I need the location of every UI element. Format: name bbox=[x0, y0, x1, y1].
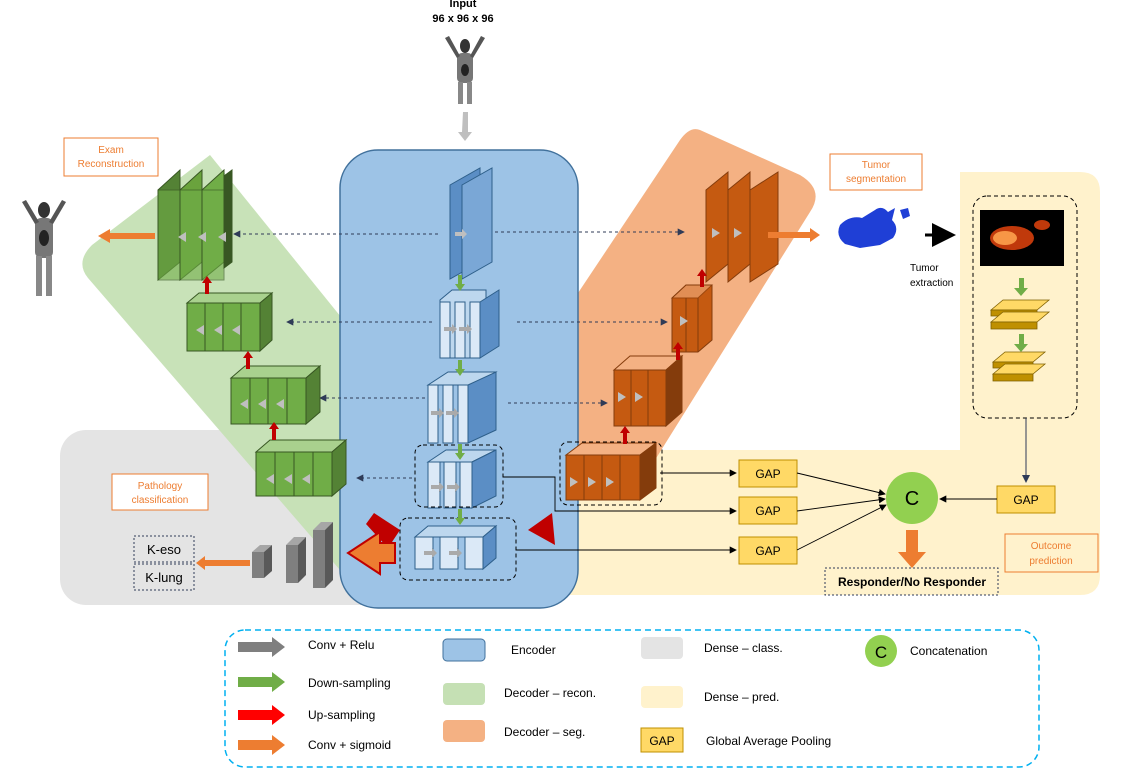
legend-conv-sigmoid-icon bbox=[238, 735, 285, 755]
k-lung-box bbox=[133, 563, 195, 591]
gap-box-enc5 bbox=[738, 536, 798, 565]
seg-decoder-block-1 bbox=[705, 170, 779, 284]
outcome-prediction-box bbox=[1004, 533, 1099, 573]
recon-decoder-block-3 bbox=[229, 364, 322, 426]
tumor-blob-small bbox=[900, 208, 910, 219]
legend-decoder-seg-label: Decoder – seg. bbox=[504, 725, 585, 739]
legend-gap-swatch-label: GAP bbox=[649, 734, 674, 748]
classifier-dense-layers bbox=[252, 522, 333, 588]
legend-conv-sigmoid-label: Conv + sigmoid bbox=[308, 738, 391, 752]
outcome-prediction-line1: Outcome bbox=[1031, 541, 1072, 552]
tumor-crop-core bbox=[993, 231, 1017, 245]
legend-box bbox=[224, 629, 1040, 768]
prediction-output-arrow bbox=[898, 530, 926, 568]
tumor-extraction-line1: Tumor bbox=[910, 263, 939, 274]
up-sampling-arrow-left bbox=[366, 513, 400, 548]
recon-output-arrow bbox=[98, 229, 155, 243]
legend-dense-class-swatch bbox=[641, 637, 683, 659]
seg-decoder-block-4 bbox=[564, 442, 658, 501]
seg-block-4-dashed-box bbox=[559, 441, 663, 506]
tumor-feature-block-1 bbox=[989, 299, 1051, 330]
legend-gap-swatch bbox=[640, 727, 684, 753]
outcome-prediction-line2: prediction bbox=[1029, 556, 1072, 567]
concatenation-node bbox=[886, 472, 938, 524]
tumor-segmentation-mask bbox=[838, 207, 897, 248]
legend-dense-pred-label: Dense – pred. bbox=[704, 690, 779, 704]
exam-reconstruction-box bbox=[63, 137, 159, 177]
gap-box-tumor-label: GAP bbox=[1013, 493, 1038, 507]
encoder-block-4 bbox=[426, 449, 497, 509]
recon-decoder-block-4 bbox=[254, 438, 348, 498]
tumor-extraction-line2: extraction bbox=[910, 278, 953, 289]
legend-encoder-label: Encoder bbox=[511, 643, 556, 657]
tumor-crop-spot bbox=[1034, 220, 1050, 230]
reconstructed-pet-scan bbox=[22, 200, 66, 296]
seg-up-sampling-arrows bbox=[620, 269, 707, 444]
legend-up-sampling-icon bbox=[238, 705, 285, 725]
skip-connections bbox=[233, 228, 685, 482]
seg-decoder-block-2 bbox=[670, 284, 714, 353]
tumor-feature-panel bbox=[972, 195, 1078, 419]
gap-box-seg-label: GAP bbox=[755, 467, 780, 481]
encoder-down-sampling-arrows bbox=[455, 275, 465, 525]
tumor-down-arrow-1 bbox=[1014, 278, 1028, 296]
legend-decoder-recon-swatch bbox=[443, 683, 485, 705]
dense-pred-region bbox=[540, 172, 1100, 595]
legend-concatenation-label: Concatenation bbox=[910, 644, 987, 658]
bottleneck-to-classifier-arrow bbox=[346, 530, 396, 576]
encoder-block-2 bbox=[439, 289, 500, 359]
legend-gap-desc: Global Average Pooling bbox=[706, 734, 831, 748]
gap-connectors bbox=[503, 469, 997, 554]
k-lung-label: K-lung bbox=[145, 570, 183, 585]
responder-box bbox=[824, 567, 999, 596]
legend-encoder-swatch bbox=[442, 638, 486, 662]
legend-down-sampling-label: Down-sampling bbox=[308, 676, 391, 690]
legend-dense-class-label: Dense – class. bbox=[704, 641, 783, 655]
exam-reconstruction-line1: Exam bbox=[98, 145, 124, 156]
legend-up-sampling-label: Up-sampling bbox=[308, 708, 375, 722]
gap-box-tumor bbox=[996, 485, 1056, 514]
tumor-segmentation-box bbox=[829, 153, 923, 191]
legend-concat-icon bbox=[865, 635, 897, 667]
pathology-classification-line1: Pathology bbox=[138, 481, 182, 492]
tumor-down-arrow-2 bbox=[1014, 334, 1028, 352]
recon-up-sampling-arrows bbox=[202, 276, 279, 440]
gap-box-enc4-label: GAP bbox=[755, 504, 780, 518]
concatenation-symbol: C bbox=[905, 488, 919, 510]
k-eso-label: K-eso bbox=[147, 542, 181, 557]
seg-decoder-block-3 bbox=[612, 354, 684, 428]
legend-dense-pred-swatch bbox=[641, 686, 683, 708]
gap-box-seg bbox=[738, 459, 798, 488]
legend-conv-relu-label: Conv + Relu bbox=[308, 638, 374, 652]
input-title: Input bbox=[450, 0, 477, 10]
k-eso-box bbox=[133, 535, 195, 563]
legend-decoder-seg-swatch bbox=[443, 720, 485, 742]
gap-box-enc4 bbox=[738, 496, 798, 525]
legend-conv-relu-icon bbox=[238, 637, 285, 657]
tumor-segmentation-line2: segmentation bbox=[846, 174, 906, 185]
recon-decoder-block-1 bbox=[157, 168, 233, 282]
legend-decoder-recon-label: Decoder – recon. bbox=[504, 686, 596, 700]
input-dims: 96 x 96 x 96 bbox=[432, 13, 493, 25]
legend-concat-symbol: C bbox=[875, 643, 887, 662]
tumor-feature-block-2 bbox=[991, 351, 1047, 382]
recon-decoder-block-2 bbox=[185, 291, 274, 353]
seg-output-arrow bbox=[768, 228, 820, 242]
input-pet-scan bbox=[445, 36, 485, 104]
up-sampling-arrow-right bbox=[528, 513, 555, 545]
gap-box-enc5-label: GAP bbox=[755, 544, 780, 558]
responder-label: Responder/No Responder bbox=[838, 575, 986, 589]
encoder-block-5 bbox=[413, 524, 498, 571]
legend-down-sampling-icon bbox=[238, 672, 285, 692]
exam-reconstruction-line2: Reconstruction bbox=[78, 159, 145, 170]
pathology-classification-line2: classification bbox=[132, 495, 189, 506]
encoder-block-1 bbox=[449, 167, 493, 280]
input-arrow bbox=[458, 112, 472, 141]
classifier-output-arrow bbox=[196, 556, 250, 570]
encoder-block-3 bbox=[426, 371, 498, 444]
tumor-segmentation-line1: Tumor bbox=[862, 160, 891, 171]
pathology-classification-box bbox=[111, 473, 209, 511]
